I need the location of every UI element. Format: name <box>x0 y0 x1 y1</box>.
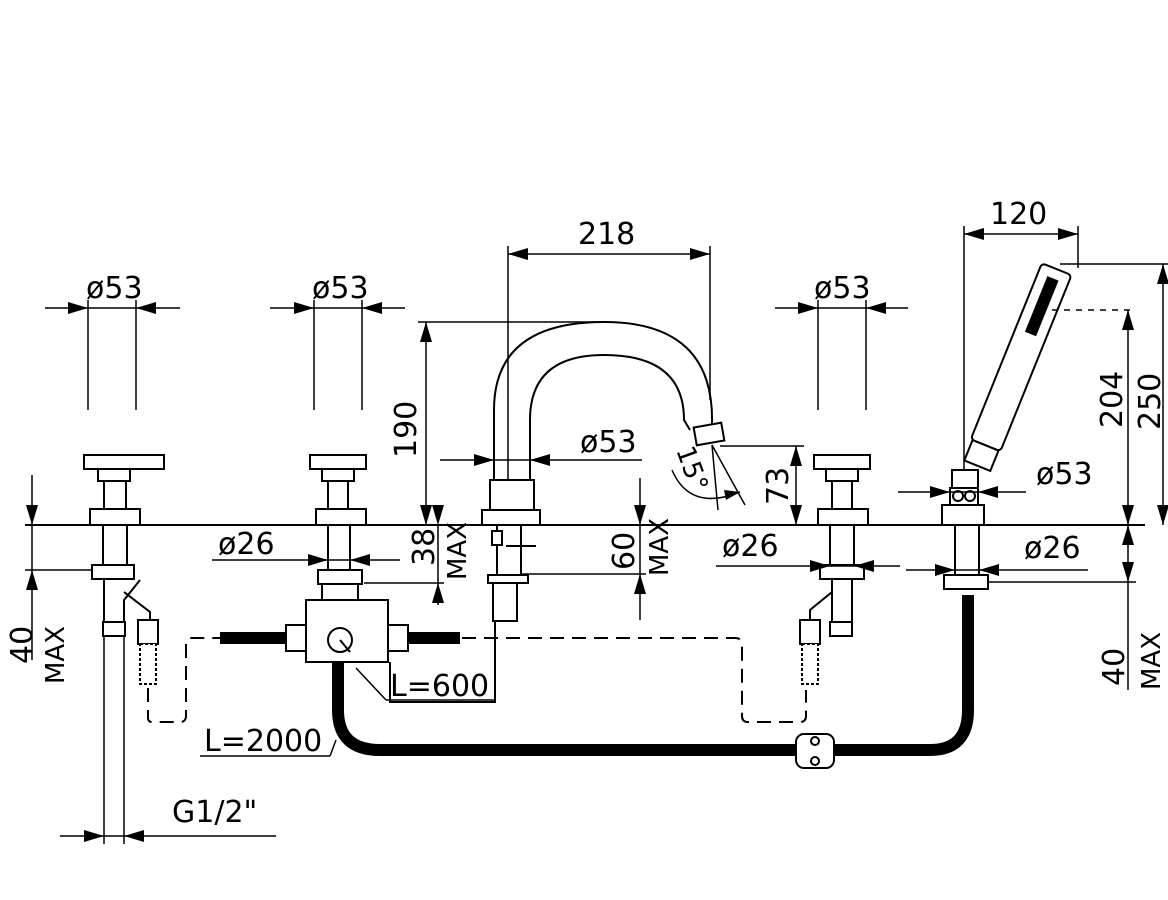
dim-handle-middle-label: ø53 <box>312 271 369 306</box>
dim-deck-max-left: 38 MAX <box>364 505 473 605</box>
left-valve <box>83 454 165 685</box>
dim-shank-left: ø26 <box>212 527 400 566</box>
dim-thread: G1/2" <box>60 636 276 844</box>
dim-thread-label: G1/2" <box>172 795 257 830</box>
right-valve <box>799 454 871 685</box>
dim-shank-left-label: ø26 <box>218 527 275 562</box>
dim-shank-right: ø26 <box>716 529 900 572</box>
dim-holder-height: 204 <box>1040 309 1136 525</box>
dim-shank-shower-label: ø26 <box>1024 531 1081 566</box>
dim-spout-reach: 218 <box>507 217 711 480</box>
dim-spout-angle: 15° <box>669 442 746 511</box>
dim-handshower-height: 250 <box>1060 263 1168 525</box>
dim-deck-max-spout-unit: MAX <box>645 518 675 576</box>
dim-deck-max-spout: 60 MAX <box>520 478 675 620</box>
dim-handshower-reach: 120 <box>963 197 1079 470</box>
dim-hose-long: L=2000 <box>200 724 337 759</box>
dim-deck-max-far-right-unit: MAX <box>1137 632 1167 690</box>
dim-handshower-height-label: 250 <box>1133 373 1168 430</box>
dim-deck-max-far-left-value: 40 <box>5 626 40 664</box>
dim-spout-tip-label: 73 <box>761 467 796 505</box>
dim-spout-dia: ø53 <box>440 425 642 466</box>
middle-valve <box>285 454 409 663</box>
dim-handle-left-label: ø53 <box>86 271 143 306</box>
dim-deck-max-far-left: 40 MAX <box>5 475 92 684</box>
dim-spout-reach-label: 218 <box>578 217 635 252</box>
dim-handshower-base-label: ø53 <box>1036 457 1093 492</box>
dim-spout-height: 190 <box>389 321 604 525</box>
dim-spout-height-label: 190 <box>389 401 424 458</box>
dim-handle-left: ø53 <box>45 271 180 410</box>
dim-spout-tip: 73 <box>720 445 804 525</box>
dim-holder-height-label: 204 <box>1095 371 1130 428</box>
dim-handshower-reach-label: 120 <box>990 197 1047 232</box>
dim-deck-max-far-right-value: 40 <box>1097 648 1132 686</box>
spout <box>481 320 726 622</box>
dim-deck-max-far-right: 40 MAX <box>988 525 1167 690</box>
hidden-connections <box>147 620 807 723</box>
supply-hoses <box>220 595 974 769</box>
dim-handle-right: ø53 <box>775 271 908 410</box>
dim-spout-dia-label: ø53 <box>580 425 637 460</box>
dim-handshower-base: ø53 <box>898 457 1093 498</box>
dim-deck-max-left-unit: MAX <box>443 522 473 580</box>
dim-deck-max-far-left-unit: MAX <box>41 626 71 684</box>
dim-deck-max-left-value: 38 <box>407 528 442 566</box>
dim-handle-middle: ø53 <box>270 271 405 410</box>
dim-spout-angle-label: 15° <box>669 442 713 496</box>
dim-deck-max-spout-value: 60 <box>607 532 642 570</box>
dim-shank-shower: ø26 <box>906 531 1088 576</box>
dim-hose-short-label: L=600 <box>390 669 489 704</box>
dim-hose-long-label: L=2000 <box>204 724 322 759</box>
dim-hose-short: L=600 <box>355 667 496 704</box>
dim-handle-right-label: ø53 <box>814 271 871 306</box>
dim-shank-right-label: ø26 <box>722 529 779 564</box>
